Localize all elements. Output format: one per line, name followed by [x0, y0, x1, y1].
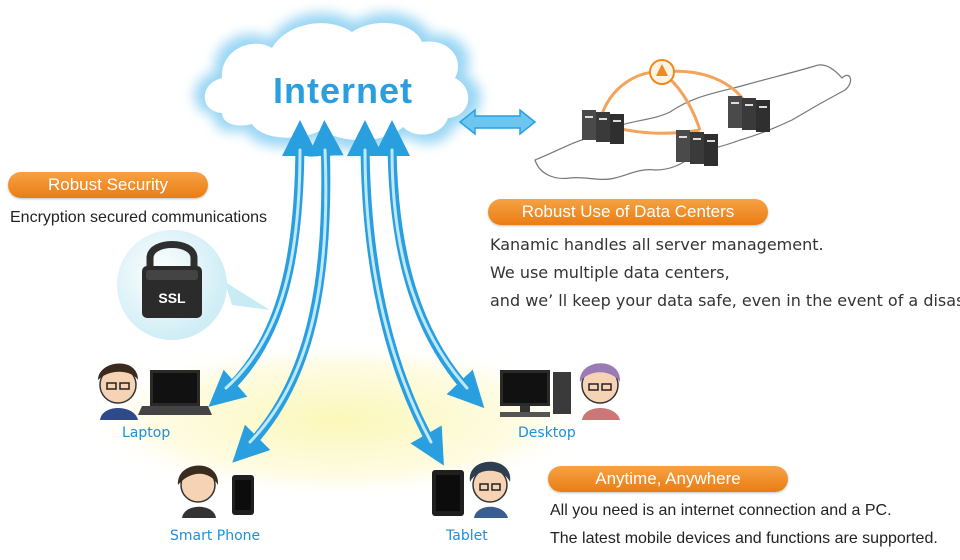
- internet-cloud: [194, 12, 482, 151]
- laptop-label: Laptop: [122, 425, 171, 441]
- smartphone-icon: [232, 475, 254, 515]
- tablet-user-avatar: [469, 461, 511, 518]
- anytime-line-1: All you need is an internet connection a…: [550, 502, 892, 519]
- desktop-icon: [500, 370, 571, 417]
- datacenters-line-1: Kanamic handles all server management.: [490, 235, 824, 254]
- japan-map: [534, 64, 852, 181]
- robust-security-pill: Robust Security: [8, 172, 208, 198]
- internet-title: Internet: [272, 70, 413, 111]
- ssl-lock-icon: [142, 241, 202, 318]
- connection-arrows: [208, 120, 485, 466]
- datacenter-link-arrow: [458, 108, 537, 136]
- datacenters-line-2: We use multiple data centers,: [490, 263, 730, 282]
- laptop-icon: [138, 370, 212, 415]
- server-rack-bottom: [676, 130, 718, 166]
- anytime-anywhere-pill: Anytime, Anywhere: [548, 466, 788, 492]
- laptop-user-avatar: [98, 363, 138, 420]
- server-rack-right: [728, 96, 770, 132]
- ssl-lock-label: SSL: [158, 290, 186, 306]
- desktop-label: Desktop: [518, 425, 576, 441]
- server-rack-left: [582, 110, 624, 144]
- tablet-icon: [432, 470, 464, 516]
- tablet-label: Tablet: [446, 528, 488, 544]
- desktop-user-avatar: [579, 363, 621, 420]
- datacenters-pill: Robust Use of Data Centers: [488, 199, 768, 225]
- smartphone-label: Smart Phone: [170, 528, 261, 544]
- floor-glow: [80, 340, 600, 500]
- anytime-line-2: The latest mobile devices and functions …: [550, 530, 938, 547]
- datacenters-line-3: and we’ ll keep your data safe, even in …: [490, 291, 960, 310]
- smartphone-user-avatar: [177, 465, 219, 518]
- security-description: Encryption secured communications: [10, 209, 268, 226]
